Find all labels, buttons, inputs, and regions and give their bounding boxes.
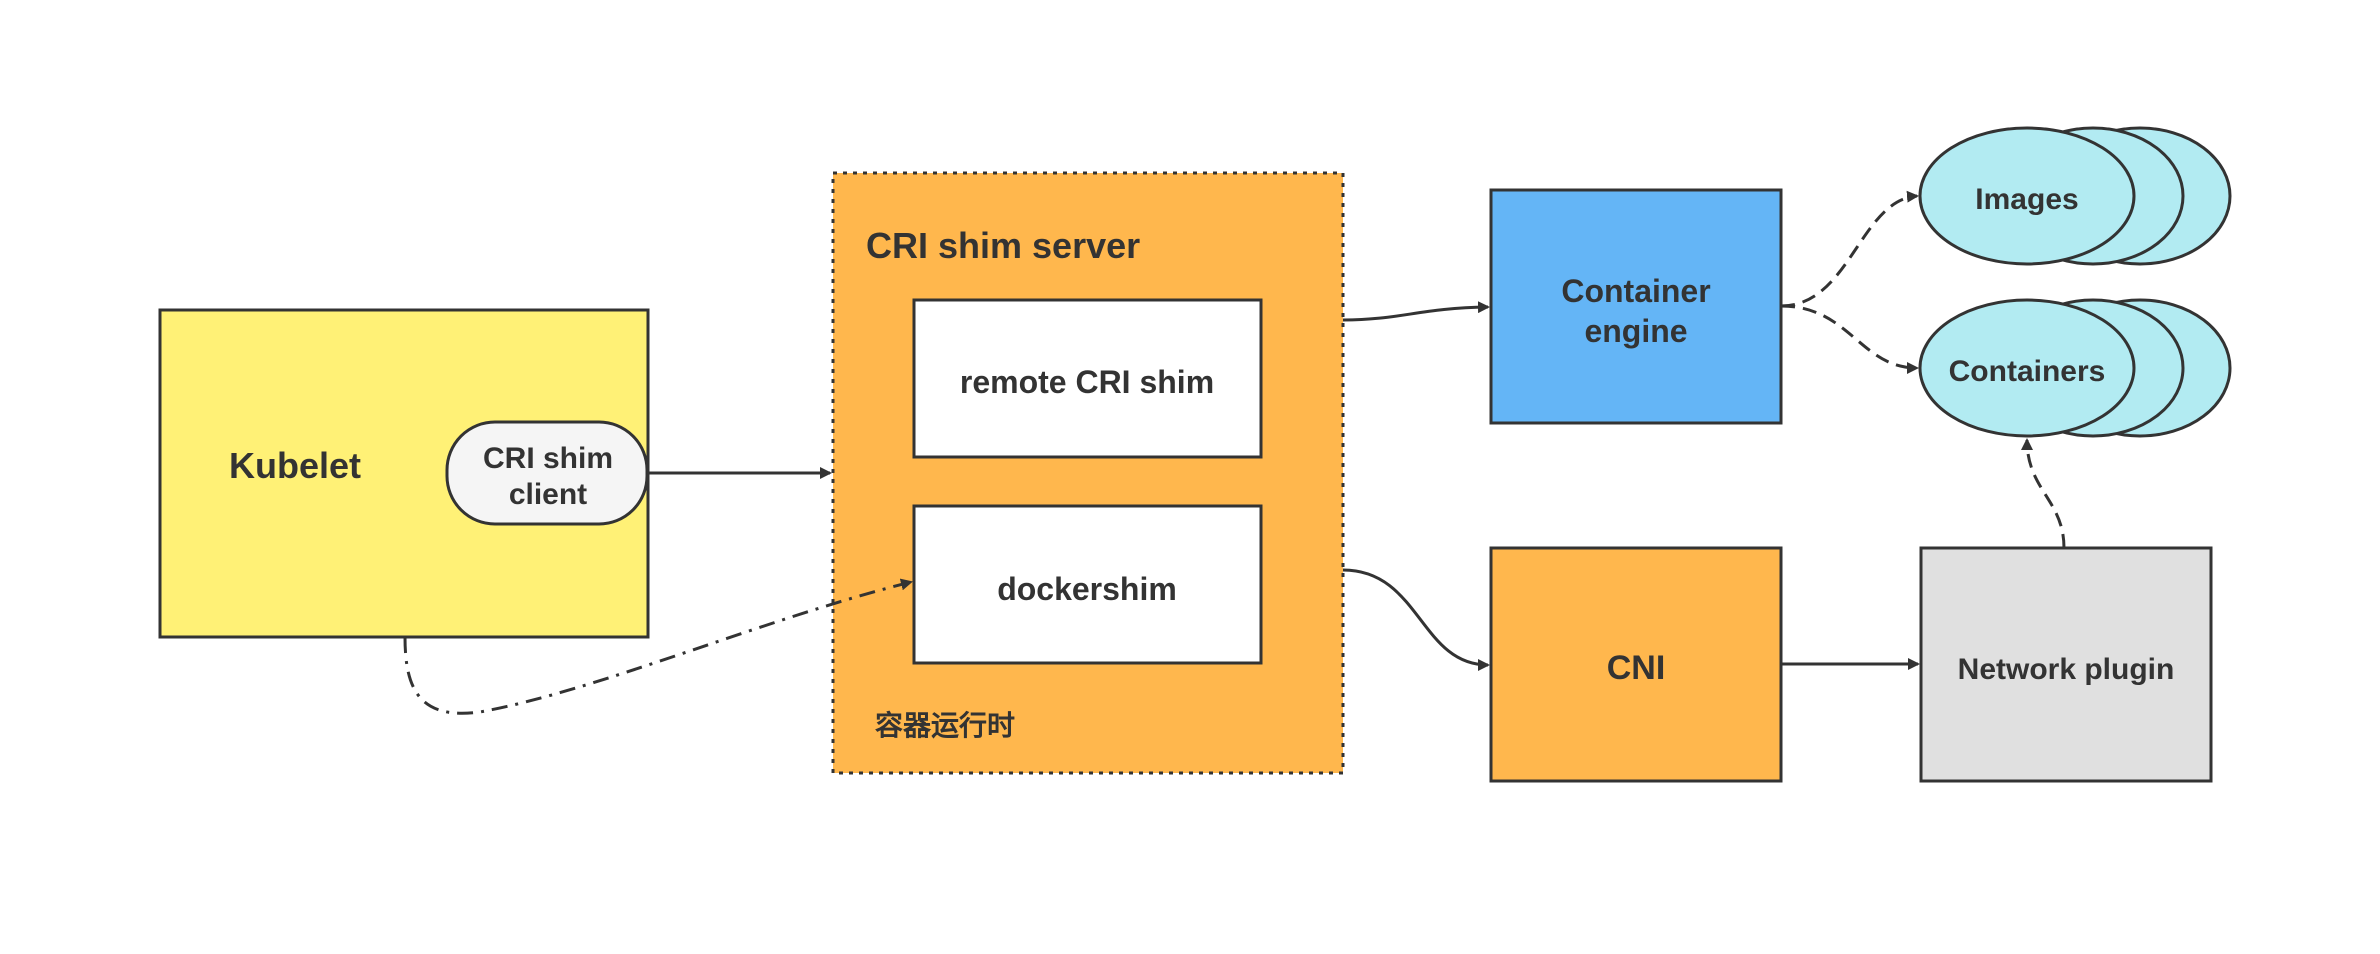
cri-shim-client-label-line1: CRI shim xyxy=(483,442,613,475)
containers-node[interactable]: Containers xyxy=(1918,298,2232,438)
network-plugin-box[interactable] xyxy=(1919,546,2213,783)
container-engine-label-line2: engine xyxy=(1584,313,1687,349)
cri-shim-server-box[interactable] xyxy=(831,171,1345,775)
containers-label: Containers xyxy=(1949,355,2106,388)
cri-shim-server-footer: 容器运行时 xyxy=(875,709,1015,741)
kubelet-label: Kubelet xyxy=(229,445,361,486)
cni-label: CNI xyxy=(1607,649,1666,687)
edge-kubelet-to-dockershim xyxy=(403,578,913,715)
remote-cri-shim-label: remote CRI shim xyxy=(960,364,1214,400)
cri-shim-client-node[interactable]: CRI shim client xyxy=(445,420,649,526)
edge-server-to-container-engine xyxy=(1342,301,1490,322)
images-label: Images xyxy=(1975,183,2078,216)
dockershim-label: dockershim xyxy=(997,571,1177,607)
edge-server-to-cni xyxy=(1342,568,1490,671)
cri-shim-server-node[interactable]: CRI shim server 容器运行时 xyxy=(831,171,1345,775)
container-engine-box[interactable] xyxy=(1489,188,1783,425)
containers-ellipse-front[interactable] xyxy=(1918,298,2136,438)
container-engine-node[interactable]: Container engine xyxy=(1489,188,1783,425)
images-ellipse-front[interactable] xyxy=(1918,126,2136,266)
dockershim-node[interactable]: dockershim xyxy=(912,504,1263,665)
remote-cri-shim-box[interactable] xyxy=(912,298,1263,459)
edge-engine-to-containers xyxy=(1780,304,1919,374)
remote-cri-shim-node[interactable]: remote CRI shim xyxy=(912,298,1263,459)
cri-shim-server-title: CRI shim server xyxy=(866,225,1140,266)
dockershim-box[interactable] xyxy=(912,504,1263,665)
edge-network-plugin-to-containers xyxy=(2021,438,2066,549)
cri-shim-client-label-line2: client xyxy=(509,478,587,511)
cni-node[interactable]: CNI xyxy=(1489,546,1783,783)
network-plugin-node[interactable]: Network plugin xyxy=(1919,546,2213,783)
network-plugin-label: Network plugin xyxy=(1958,653,2175,686)
images-node[interactable]: Images xyxy=(1918,126,2232,266)
container-engine-label-line1: Container xyxy=(1561,273,1710,309)
edge-engine-to-images xyxy=(1780,190,1919,308)
